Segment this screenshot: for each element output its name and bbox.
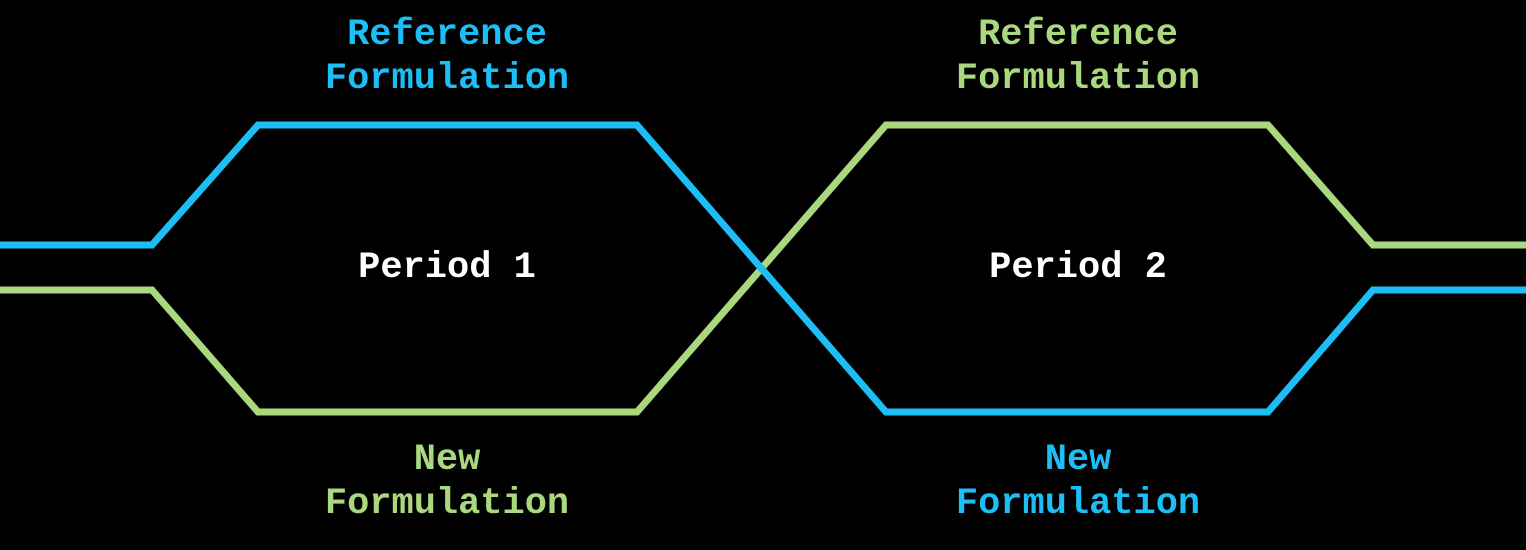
period1-top-label-line1: Reference <box>347 14 547 56</box>
period1-bottom-label: New Formulation <box>325 438 569 526</box>
period2-top-label-line1: Reference <box>978 14 1178 56</box>
period2-bottom-label: New Formulation <box>956 438 1200 526</box>
period1-top-label: Reference Formulation <box>325 13 569 101</box>
period1-label: Period 1 <box>358 247 536 289</box>
period1-bottom-label-line2: Formulation <box>324 483 570 525</box>
period1-bottom-label-line1: New <box>413 439 481 481</box>
period2-label: Period 2 <box>989 247 1167 289</box>
period1-top-label-line2: Formulation <box>324 58 570 100</box>
period2-bottom-label-line1: New <box>1044 439 1112 481</box>
reference-first-sequence-line <box>0 121 1526 416</box>
period2-top-label-line2: Formulation <box>955 58 1201 100</box>
period2-top-label: Reference Formulation <box>956 13 1200 101</box>
period2-bottom-label-line2: Formulation <box>955 483 1201 525</box>
